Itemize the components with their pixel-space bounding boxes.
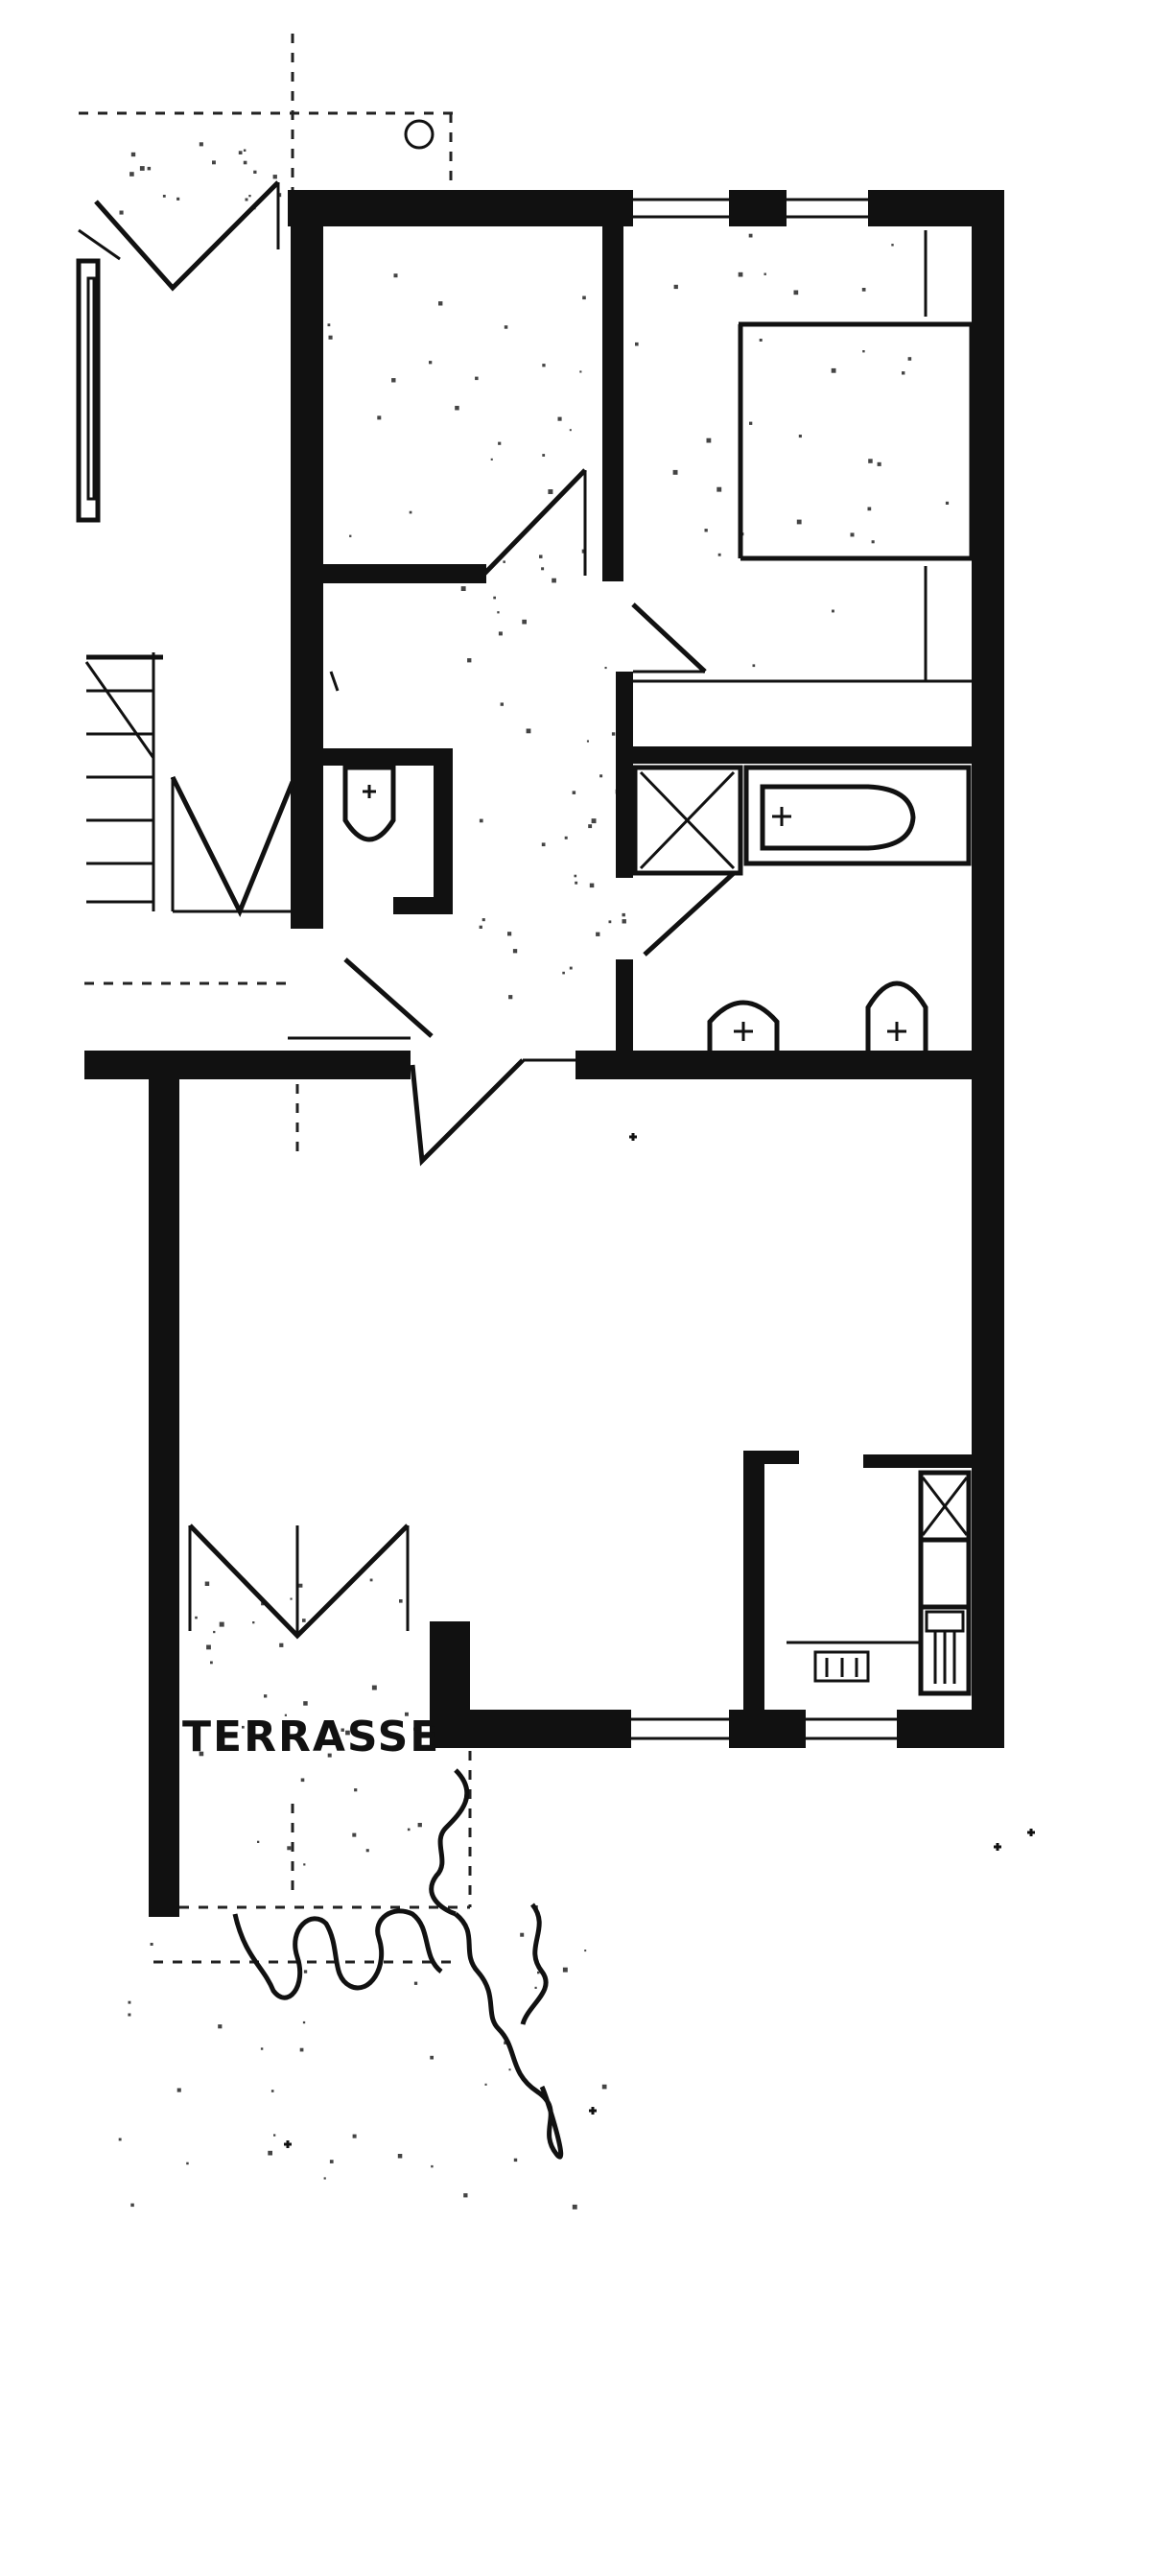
stove-icon bbox=[918, 1470, 972, 1610]
kitchen-fixtures bbox=[787, 1470, 972, 1696]
bathtub-icon bbox=[743, 765, 972, 866]
terrace: TERRASSE bbox=[153, 1084, 472, 1964]
windows bbox=[288, 198, 897, 1740]
bathroom-fixtures bbox=[632, 765, 972, 1051]
sink-icon bbox=[918, 1604, 972, 1696]
toilet-icon bbox=[329, 671, 396, 842]
washbasin-icon bbox=[707, 1000, 780, 1051]
garden-squiggles bbox=[232, 1768, 564, 2160]
walls bbox=[84, 190, 1004, 1917]
bed-outline-icon bbox=[633, 230, 975, 683]
door-swings bbox=[94, 180, 736, 1640]
scan-crosses bbox=[284, 1133, 1035, 2148]
scan-noise bbox=[118, 142, 950, 2210]
shower-icon bbox=[632, 765, 743, 876]
staircase-icon bbox=[76, 228, 295, 918]
toilet-icon bbox=[865, 981, 928, 1051]
terrace-label: TERRASSE bbox=[182, 1713, 440, 1761]
neighbour-outline bbox=[79, 34, 460, 985]
